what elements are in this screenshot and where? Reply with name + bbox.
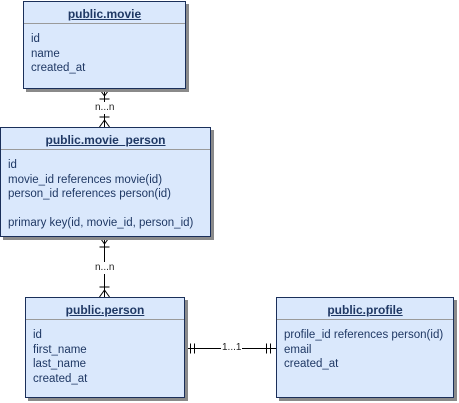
entity-person-title: public.person	[26, 298, 184, 320]
entity-movie-person-title: public.movie_person	[1, 128, 210, 150]
attribute-movie-person-person-id: person_id references person(id)	[8, 188, 172, 200]
attribute-movie-name: name	[31, 47, 60, 60]
entity-movie-person-attributes: id movie_id references movie(id) person_…	[1, 150, 210, 230]
attribute-person-first-name: first_name	[33, 343, 87, 356]
entity-movie-title: public.movie	[24, 2, 185, 24]
entity-profile[interactable]: public.profile profile_id references per…	[276, 297, 454, 398]
attribute-person-last-name: last_name	[33, 358, 87, 370]
entity-person-attributes: id first_name last_name created_at	[26, 320, 184, 386]
attribute-person-id: id	[33, 329, 42, 341]
attribute-movie-person-primary-key: primary key(id, movie_id, person_id)	[8, 216, 194, 229]
attribute-movie-person-movie-id: movie_id references movie(id)	[8, 173, 163, 186]
attribute-person-created-at: created_at	[33, 372, 88, 385]
entity-movie[interactable]: public.movie id name created_at	[23, 1, 186, 89]
attribute-profile-created-at: created_at	[284, 358, 339, 370]
attribute-movie-id: id	[31, 33, 40, 45]
connector-movie-person-person	[99, 236, 110, 298]
attribute-profile-profile-id: profile_id references person(id)	[284, 329, 444, 341]
relationship-label-movie-person-person: n...n	[94, 262, 116, 274]
entity-profile-attributes: profile_id references person(id) email c…	[277, 320, 453, 372]
attribute-movie-person-id: id	[8, 159, 17, 171]
relationship-label-movie-movie-person: n...n	[94, 102, 116, 114]
attribute-profile-email: email	[284, 343, 312, 356]
relationship-label-person-profile: 1...1	[221, 342, 243, 354]
entity-person[interactable]: public.person id first_name last_name cr…	[25, 297, 185, 398]
entity-movie-person[interactable]: public.movie_person id movie_id referenc…	[0, 127, 211, 237]
entity-movie-attributes: id name created_at	[24, 24, 185, 76]
attribute-movie-created-at: created_at	[31, 62, 86, 74]
entity-profile-title: public.profile	[277, 298, 453, 320]
